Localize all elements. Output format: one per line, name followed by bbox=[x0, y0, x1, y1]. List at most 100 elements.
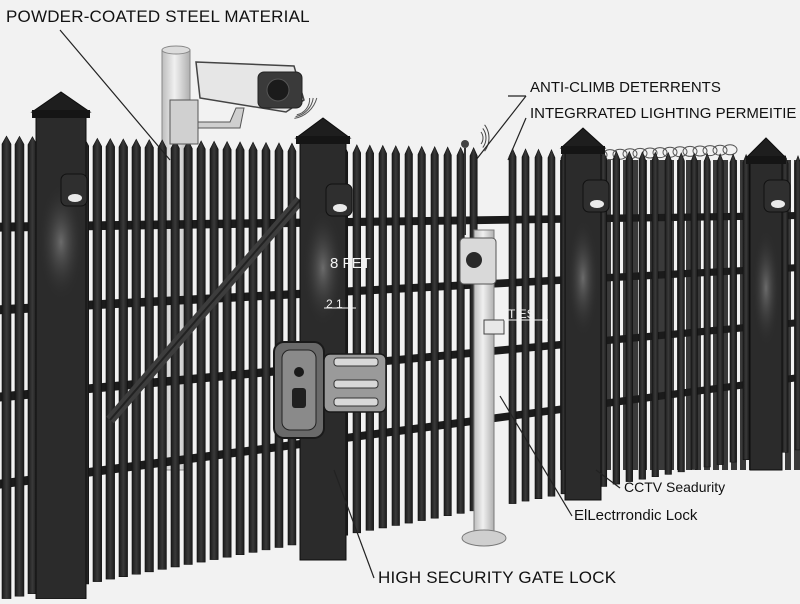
sensor-antenna-tip bbox=[461, 140, 469, 148]
wire-coil bbox=[612, 148, 628, 160]
picket bbox=[638, 151, 646, 480]
picket bbox=[534, 148, 543, 499]
picket bbox=[196, 140, 206, 563]
label-ties: TIES bbox=[508, 307, 535, 321]
light-glow bbox=[38, 182, 84, 302]
picket bbox=[456, 146, 465, 514]
gate-braces bbox=[106, 196, 304, 424]
light-glow bbox=[302, 208, 344, 328]
sensor-lens bbox=[466, 252, 482, 268]
leader-line bbox=[333, 469, 375, 579]
rear-picket bbox=[659, 160, 665, 470]
label-gate-lock: HIGH SECURITY GATE LOCK bbox=[378, 568, 617, 587]
label-cctv: CCTV Seadurity bbox=[624, 479, 726, 495]
picket bbox=[352, 144, 361, 534]
wire-coil bbox=[722, 144, 738, 156]
lock-bolt bbox=[333, 357, 379, 367]
camera-arm bbox=[197, 107, 245, 129]
label-spacing: 2 1 bbox=[326, 297, 343, 311]
picket bbox=[248, 141, 258, 553]
post-light-lens bbox=[68, 194, 82, 202]
picket bbox=[508, 147, 517, 504]
post-cap bbox=[294, 117, 352, 139]
post-cap bbox=[744, 137, 788, 159]
picket bbox=[729, 153, 737, 463]
label-lighting: INTEGRRATED LIGHTING PERMEITIE bbox=[530, 105, 797, 122]
wire-coil bbox=[692, 145, 708, 157]
picket bbox=[430, 146, 439, 519]
camera-lens bbox=[266, 78, 290, 102]
picket bbox=[625, 150, 633, 482]
picket bbox=[612, 150, 621, 485]
picket bbox=[131, 138, 141, 575]
picket bbox=[378, 144, 387, 529]
picket bbox=[677, 152, 685, 473]
picket bbox=[14, 135, 25, 597]
fence-pickets bbox=[1, 135, 800, 599]
picket bbox=[703, 152, 711, 468]
leader-line bbox=[499, 395, 573, 517]
picket bbox=[547, 148, 556, 497]
rear-picket bbox=[695, 160, 701, 470]
post-light-lens bbox=[333, 204, 347, 212]
label-height: 8 FET bbox=[330, 255, 371, 272]
gate-brace-edge bbox=[109, 199, 301, 421]
light-glow bbox=[567, 218, 599, 338]
leader-line bbox=[475, 95, 527, 161]
picket bbox=[144, 138, 154, 573]
light-glow bbox=[752, 228, 780, 348]
picket bbox=[794, 155, 800, 451]
picket bbox=[716, 153, 724, 465]
picket bbox=[235, 141, 245, 556]
lock-keypad bbox=[292, 388, 306, 408]
picket bbox=[261, 141, 271, 551]
post-cap-band bbox=[296, 136, 350, 144]
post-lights bbox=[38, 173, 791, 348]
camera-signal-wave bbox=[295, 97, 314, 118]
picket bbox=[404, 145, 413, 524]
signal-wave bbox=[484, 124, 490, 152]
picket bbox=[1, 135, 12, 599]
cctv-camera bbox=[169, 61, 318, 145]
lock-bolt bbox=[333, 379, 379, 389]
picket bbox=[417, 145, 426, 521]
picket bbox=[183, 139, 193, 565]
picket bbox=[209, 140, 219, 560]
post-cap-band bbox=[561, 146, 605, 154]
signal-wave bbox=[480, 131, 484, 145]
picket bbox=[521, 148, 530, 502]
rear-picket bbox=[686, 160, 692, 470]
picket bbox=[690, 152, 698, 470]
tie-bracket bbox=[483, 319, 505, 335]
camera-signal-wave bbox=[296, 97, 311, 116]
post-cap-band bbox=[746, 156, 786, 164]
leader-line bbox=[595, 469, 621, 489]
sensor-pole bbox=[459, 124, 507, 547]
picket bbox=[105, 138, 115, 580]
lock-bolt bbox=[333, 397, 379, 407]
picket bbox=[391, 145, 400, 526]
gate-lock bbox=[273, 341, 387, 439]
wire-coil bbox=[682, 145, 698, 157]
label-anti-climb: ANTI-CLIMB DETERRENTS bbox=[530, 79, 721, 96]
post-light-lens bbox=[590, 200, 604, 208]
picket bbox=[92, 137, 102, 582]
camera-signal-wave bbox=[294, 97, 318, 119]
leader-line bbox=[507, 117, 527, 161]
rear-picket bbox=[605, 160, 611, 470]
picket bbox=[664, 151, 672, 475]
sensor-pole-base bbox=[461, 529, 507, 547]
picket bbox=[118, 138, 128, 577]
label-electronic-lock: ElLectrrondic Lock bbox=[574, 507, 698, 524]
camera-pole-cap bbox=[161, 45, 191, 55]
post-cap-band bbox=[32, 110, 90, 118]
rear-picket bbox=[713, 160, 719, 470]
leader-line bbox=[59, 29, 171, 161]
camera-mount-plate bbox=[169, 99, 199, 145]
lock-keyhole bbox=[294, 367, 304, 377]
picket bbox=[651, 151, 659, 478]
leader-lines bbox=[59, 29, 621, 579]
picket bbox=[443, 146, 452, 517]
